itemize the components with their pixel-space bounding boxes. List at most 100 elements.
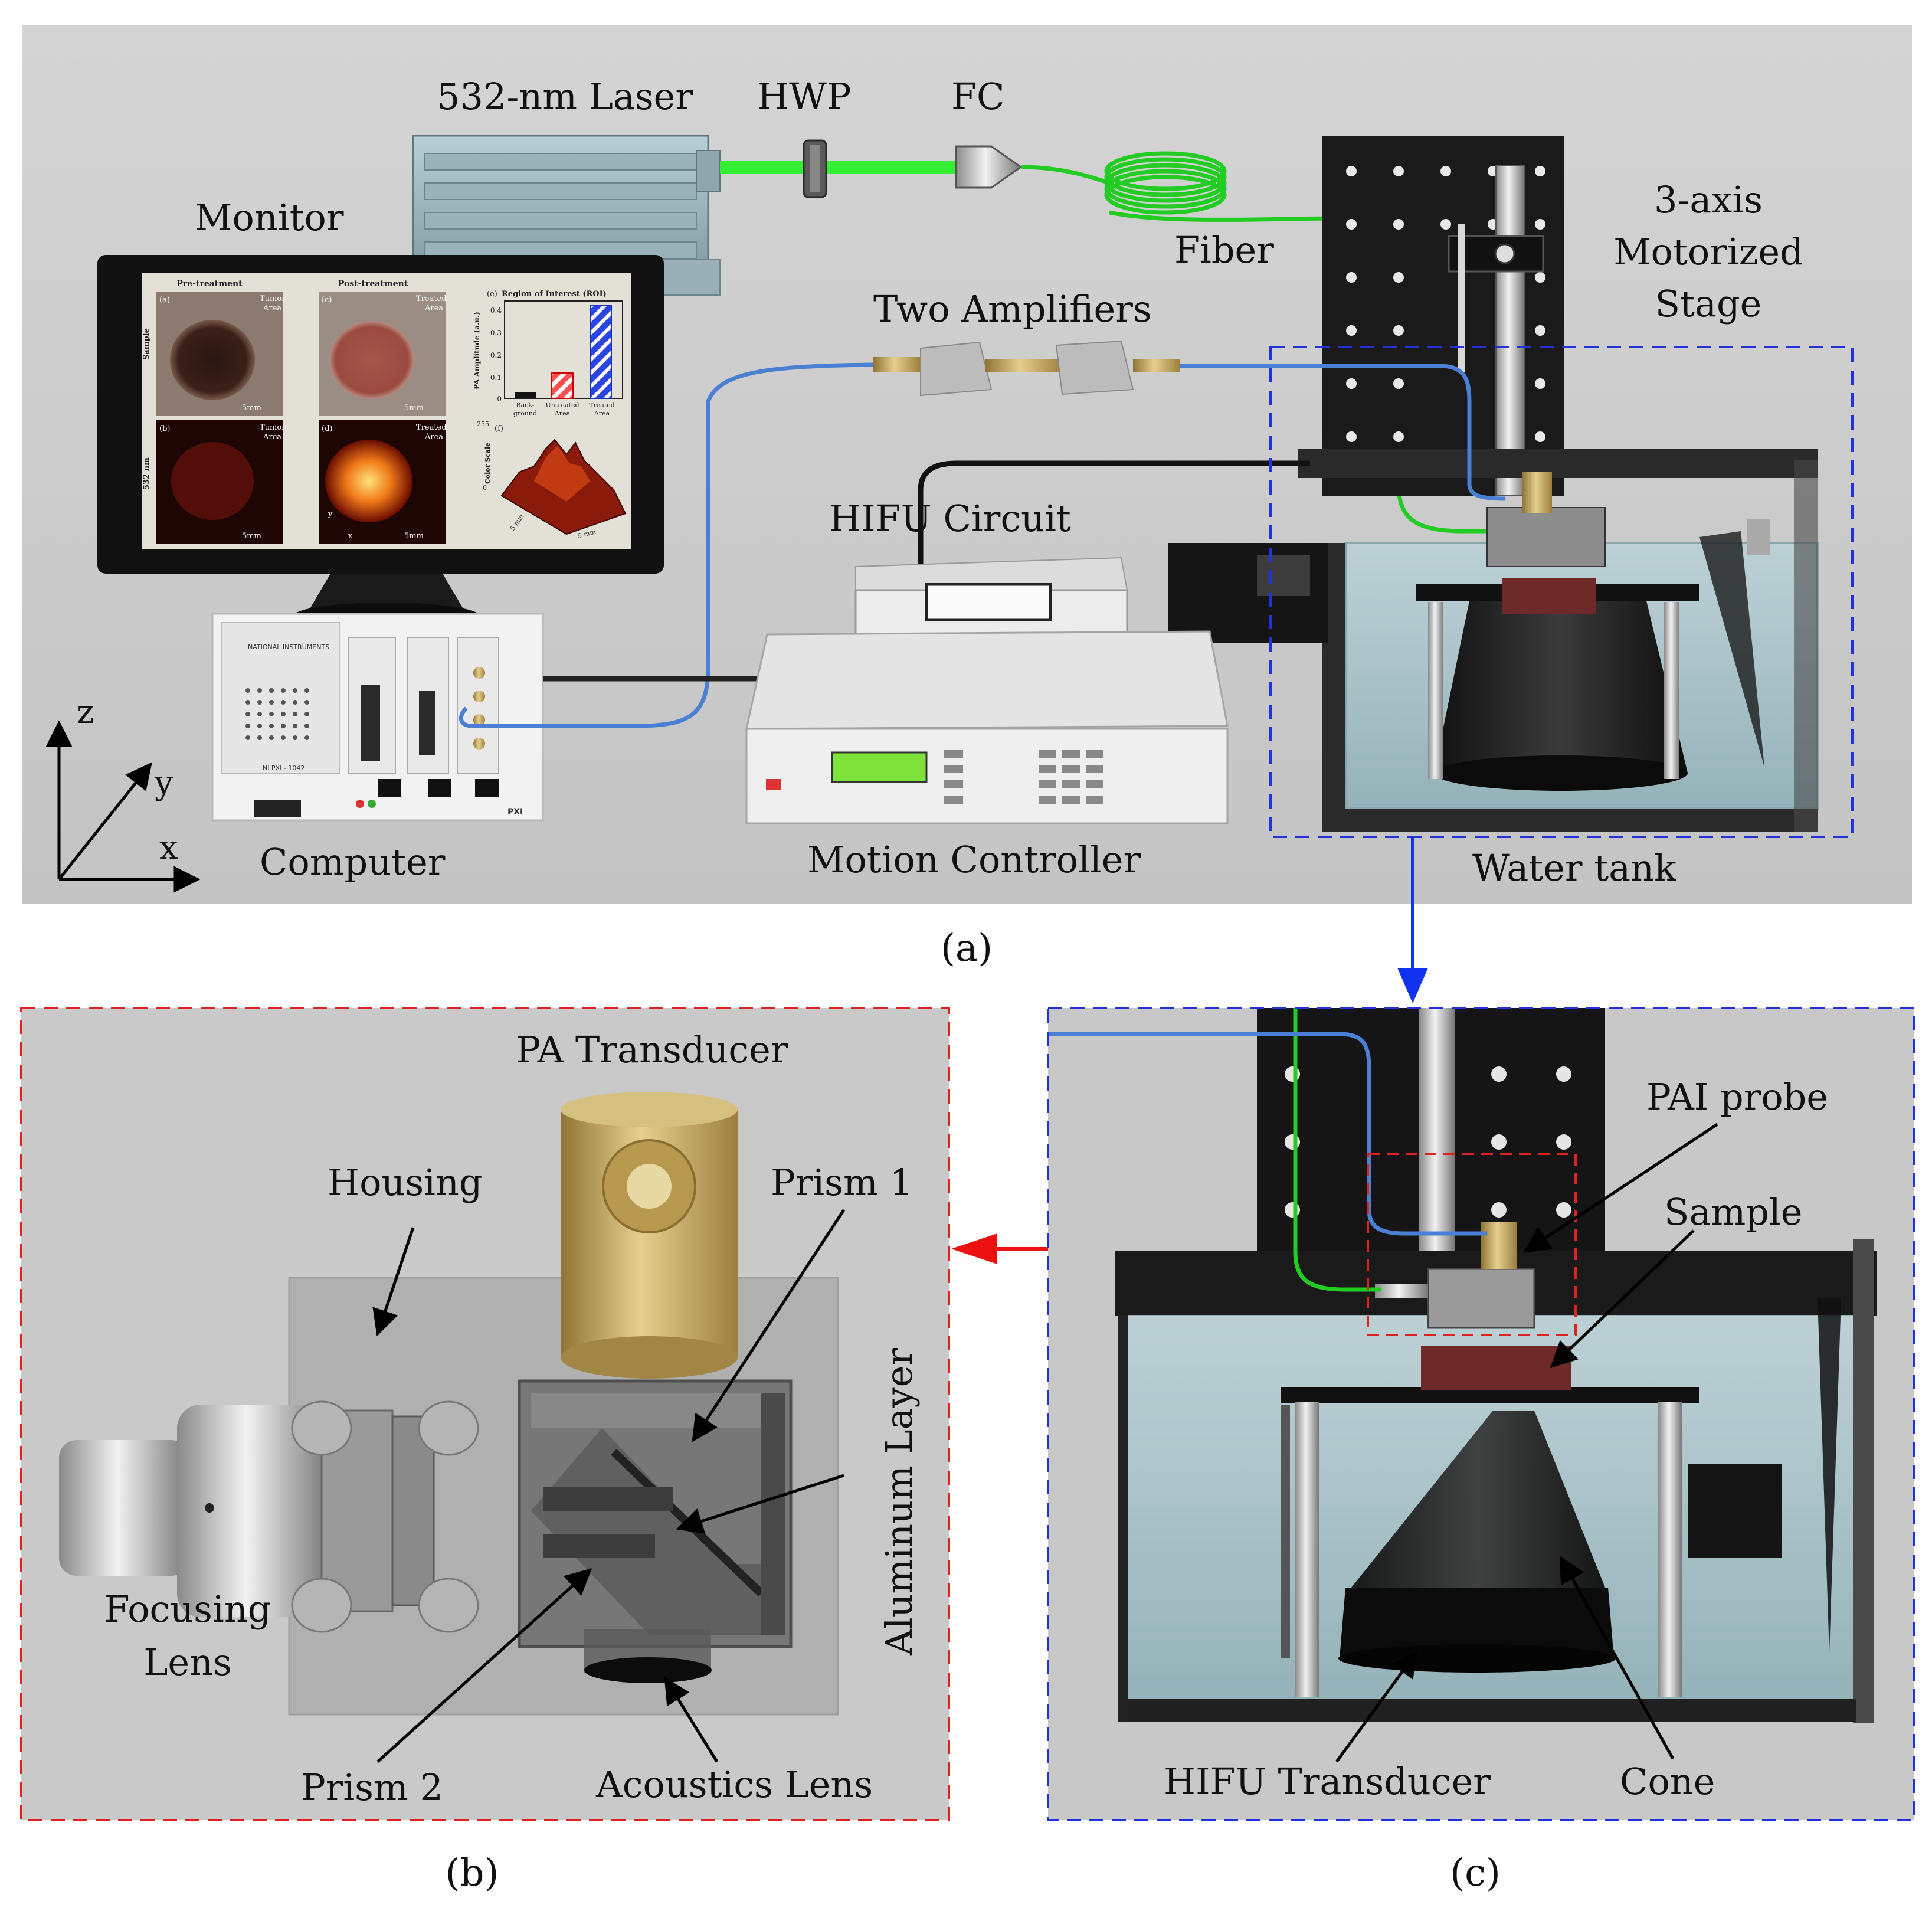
axis-x-label: x [159, 829, 178, 867]
label-cone: Cone [1620, 1760, 1715, 1803]
panel-c-frame [1047, 1007, 1915, 1821]
screen-xcat-3a: Treated [589, 401, 615, 409]
screen-tumor-post [329, 321, 414, 399]
label-acoustics: Acoustics Lens [595, 1763, 873, 1806]
label-water-tank: Water tank [1472, 846, 1676, 889]
arrow-c-to-b-head [951, 1233, 997, 1264]
screen-axis-x: x [348, 532, 353, 541]
screen-scale-a: 5mm [242, 404, 261, 413]
label-focusing-2: Lens [143, 1641, 232, 1684]
screen-ylabel: PA Amplitude (a.u.) [473, 312, 481, 390]
screen-bar-treated [590, 305, 612, 399]
blue-cable-c [1048, 1032, 1487, 1236]
label-computer: Computer [260, 840, 446, 883]
screen-tag-c: (c) [322, 296, 332, 305]
panel-c: PAI probe Sample HIFU Transducer Cone [1047, 1007, 1915, 1821]
pa-transducer [561, 1092, 738, 1379]
screen-xcat-1b: ground [513, 410, 537, 417]
motion-controller [745, 630, 1229, 824]
screen-row-532: 532 nm [142, 457, 151, 490]
screen-scale-d: 5mm [404, 532, 424, 541]
label-prism1: Prism 1 [771, 1161, 913, 1204]
focusing-lens-mount [59, 1400, 479, 1633]
half-wave-plate [803, 139, 827, 198]
screen-tag-d: (d) [322, 424, 332, 433]
screen-xcat-2b: Area [554, 410, 571, 417]
arrow-a-to-c-head [1397, 968, 1428, 1003]
screen-surface-peak [534, 446, 590, 502]
screen-row-sample: Sample [142, 328, 151, 360]
screen-ytick-04: 0.4 [490, 306, 502, 315]
screen-treated-1b: Treated [416, 423, 447, 432]
blue-cable [459, 362, 1505, 728]
screen-bar-background [515, 392, 536, 398]
label-hifu-circuit: HIFU Circuit [829, 497, 1071, 540]
screen-xcat-3b: Area [594, 410, 610, 417]
label-amplifiers: Two Amplifiers [873, 287, 1152, 331]
label-prism2: Prism 2 [301, 1766, 443, 1809]
laser-source [412, 135, 721, 296]
label-fc: FC [951, 75, 1004, 118]
screen-tag-b: (b) [159, 424, 170, 433]
label-housing: Housing [328, 1161, 483, 1204]
computer-model: NI PXI - 1042 [263, 764, 304, 772]
screen-tag-a: (a) [159, 296, 170, 305]
label-focusing-1: Focusing [104, 1588, 271, 1631]
screen-tag-e: (e) [487, 290, 497, 299]
tank-base [1118, 1699, 1856, 1722]
screen-scale-b: 5mm [242, 532, 261, 541]
axis-z-label: z [77, 693, 94, 731]
water-tank [1298, 449, 1819, 832]
two-amplifiers [873, 340, 1180, 397]
sample-block [1421, 1346, 1571, 1390]
screen-ytick-0: 0 [497, 395, 502, 403]
screen-tumor-1b: Tumor [260, 423, 286, 432]
caption-b: (b) [446, 1851, 499, 1895]
cone-c [1351, 1411, 1605, 1588]
screen-cs-255: 255 [477, 420, 489, 428]
panel-b: PA Transducer Housing Prism 1 Aluminum L… [20, 1007, 950, 1821]
monitor-screen: Pre-treatment Post-treatment Sample 532 … [142, 279, 627, 544]
label-pai-probe: PAI probe [1646, 1075, 1828, 1118]
motorized-stage [1322, 136, 1564, 496]
tank-prism-shadow [1818, 1298, 1841, 1653]
screen-treated-2b: Area [424, 433, 443, 441]
label-hifu-transducer: HIFU Transducer [1164, 1760, 1491, 1803]
screen-tumor-2b: Area [263, 433, 281, 441]
screen-pa-post [325, 440, 412, 522]
screen-roi-title: Region of Interest (ROI) [502, 290, 607, 299]
prism-assembly [518, 1379, 793, 1648]
coordinate-axes [45, 720, 201, 893]
screen-bar-untreated [551, 372, 574, 399]
screen-tag-f: (f) [495, 424, 503, 433]
screen-scale-c: 5mm [404, 404, 424, 413]
screen-cs-0: 0 [483, 484, 487, 492]
vertical-rod [1419, 1008, 1455, 1256]
screen-xcat-1a: Back- [516, 401, 535, 409]
caption-c: (c) [1450, 1851, 1501, 1895]
panel-c-arrows [1335, 1123, 1718, 1763]
label-stage-3: Stage [1655, 282, 1762, 325]
panel-b-arrows [372, 1209, 846, 1763]
panel-a: Pre-treatment Post-treatment Sample 532 … [22, 25, 1912, 904]
screen-tumor-pre [170, 320, 255, 400]
screen-xcat-2a: Untreated [545, 401, 579, 409]
screen-color-scale: Color Scale [484, 443, 492, 484]
hifu-transducer-c [1340, 1588, 1614, 1658]
label-stage-2: Motorized [1613, 230, 1803, 273]
computer-pxi: PXI [507, 807, 523, 817]
screen-treated-2: Area [424, 304, 443, 313]
label-monitor: Monitor [195, 196, 344, 239]
screen-pa-pre [171, 442, 254, 520]
laser-beam [720, 161, 962, 174]
black-cable [918, 460, 1310, 567]
label-fiber: Fiber [1174, 228, 1274, 271]
side-rail-c [1688, 1464, 1782, 1558]
label-hwp: HWP [757, 75, 852, 118]
screen-tumor-1: Tumor [260, 294, 286, 303]
screen-axis-y: y [328, 510, 333, 519]
acoustics-lens [584, 1629, 712, 1683]
screen-ytick-01: 0.1 [490, 374, 502, 382]
label-pa-transducer: PA Transducer [516, 1028, 788, 1071]
pai-probe [1375, 1222, 1535, 1329]
